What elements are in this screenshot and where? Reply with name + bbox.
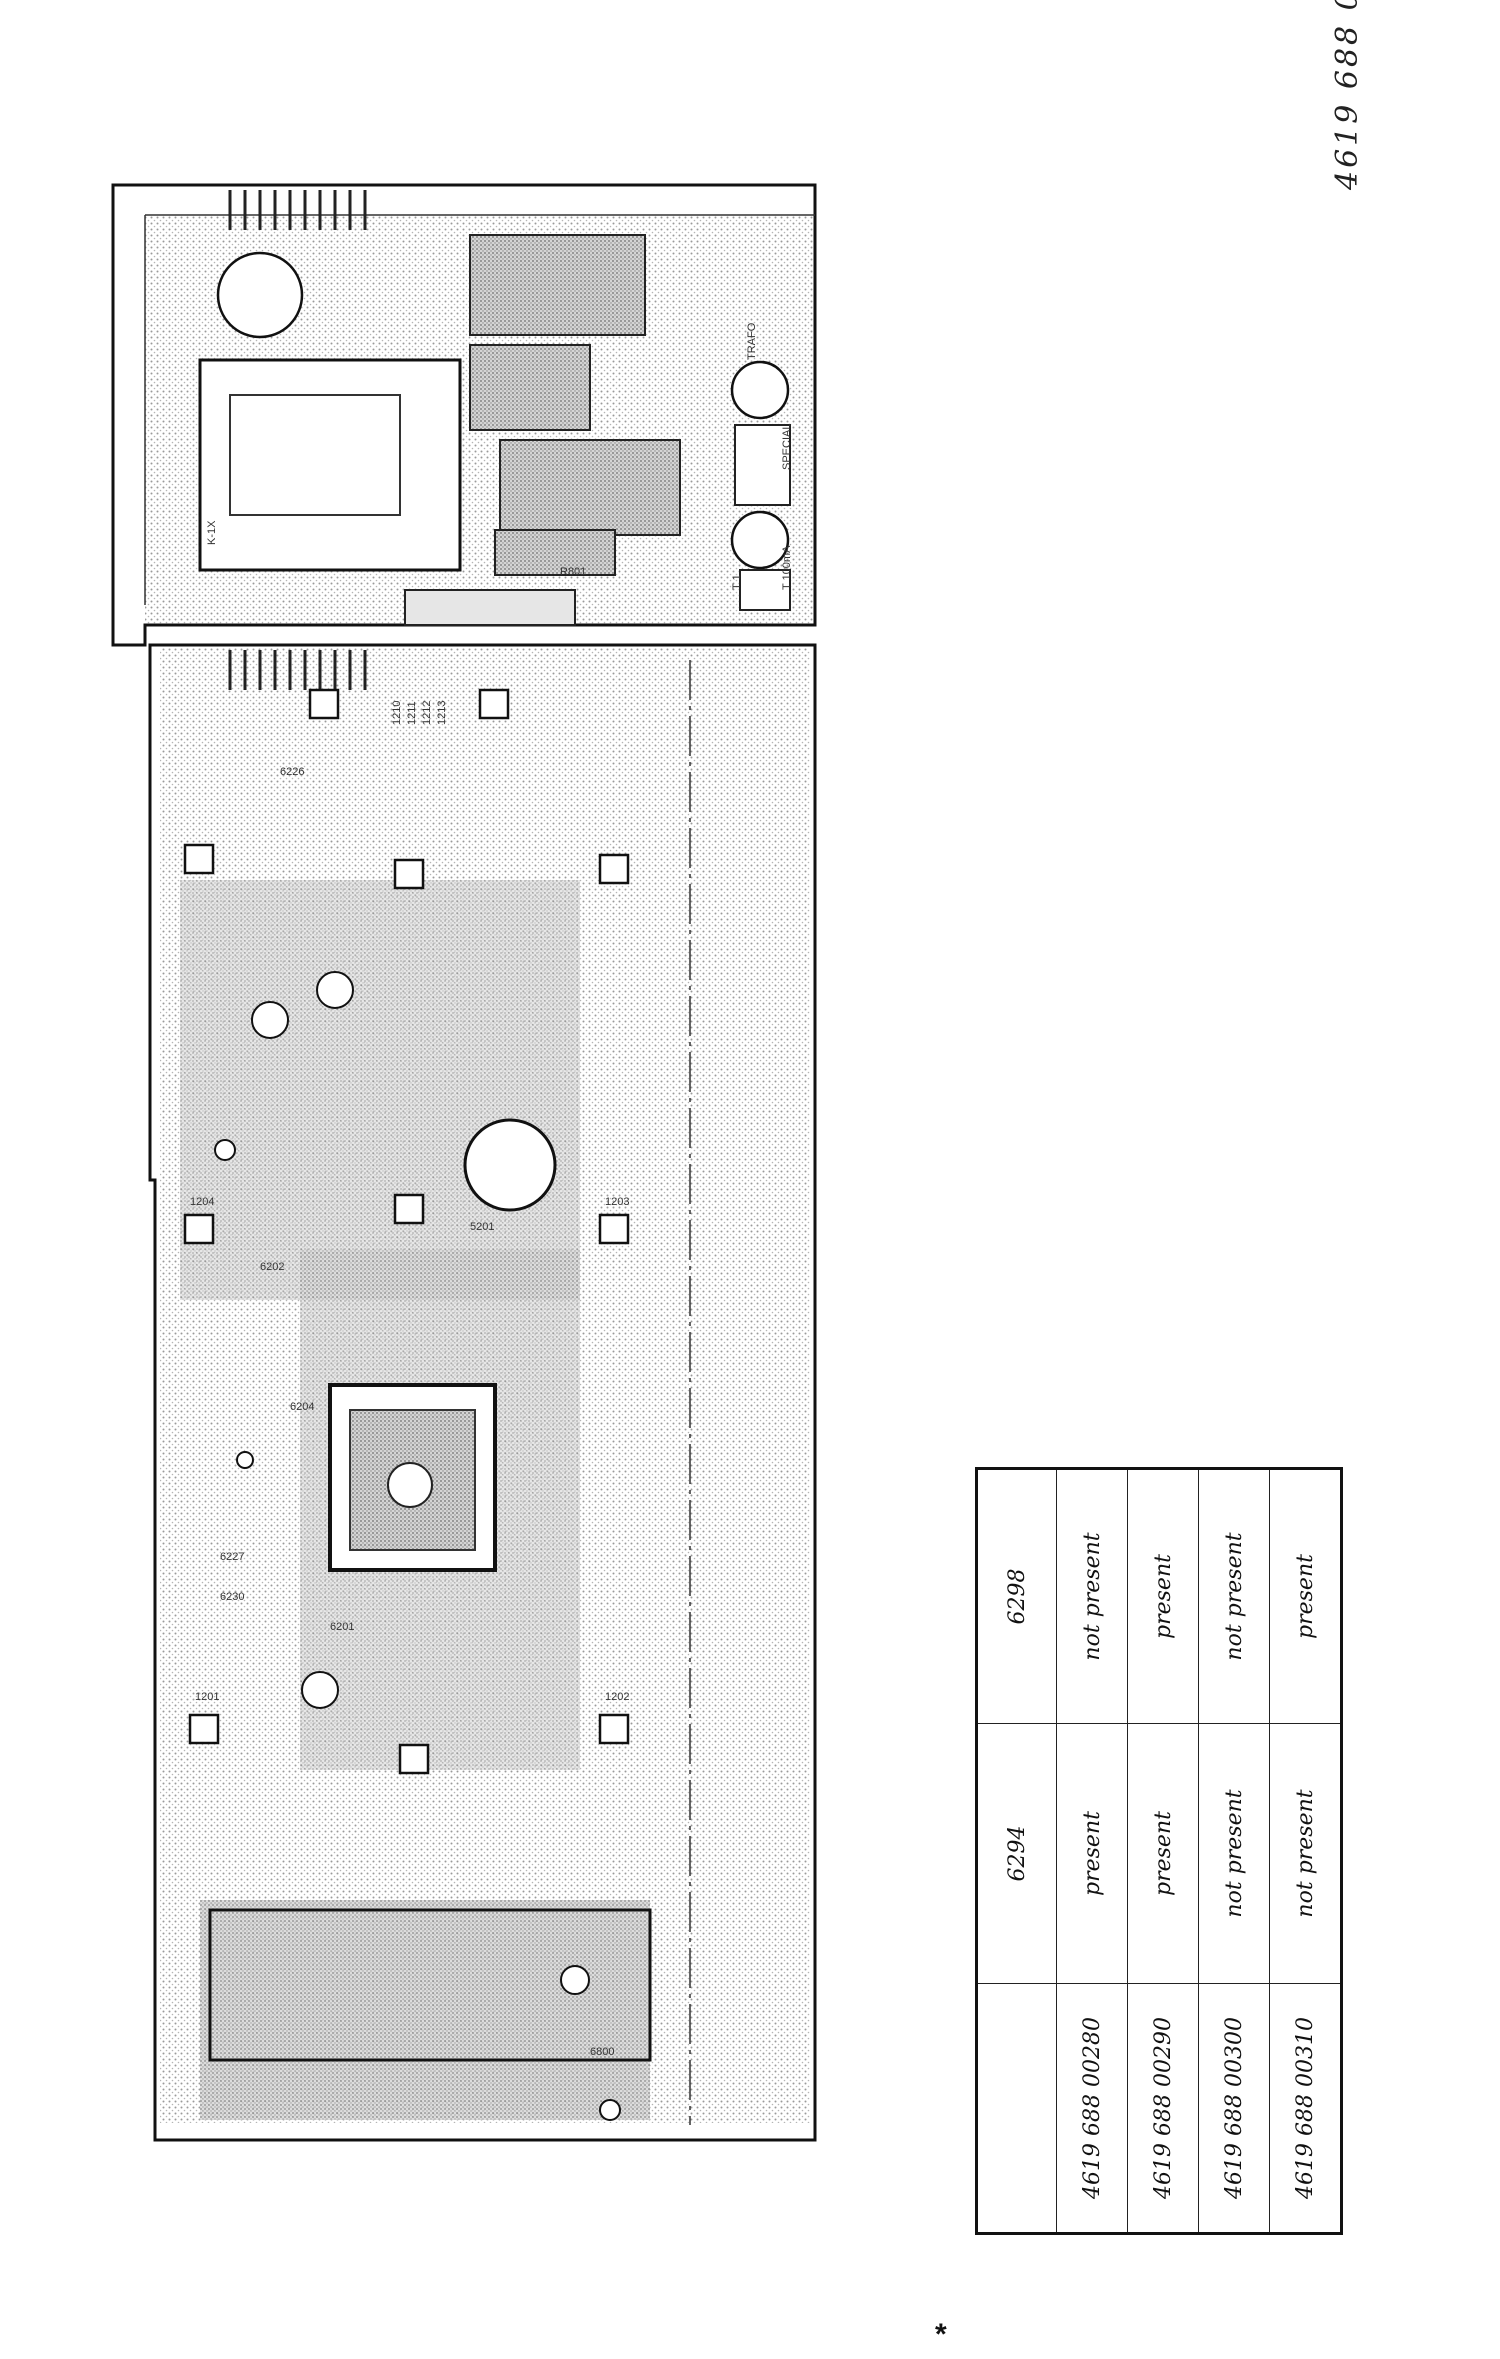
label-6227: 6227 bbox=[220, 1551, 244, 1563]
label-1204: 1204 bbox=[190, 1196, 214, 1208]
label-r801: R801 bbox=[560, 566, 586, 578]
table-header-cell bbox=[976, 1983, 1057, 2234]
label-6800: 6800 bbox=[590, 2046, 614, 2058]
label-6201: 6201 bbox=[330, 1621, 354, 1633]
main-board bbox=[148, 643, 817, 2142]
table-cell: present bbox=[1127, 1723, 1199, 1984]
label-6202: 6202 bbox=[260, 1261, 284, 1273]
variant-table: 6294 6298 4619 688 00280 present not pre… bbox=[975, 1467, 1343, 2235]
table-cell: 4619 688 00300 bbox=[1198, 1983, 1270, 2234]
table-cell: not present bbox=[1198, 1468, 1270, 1724]
label-1210: 1210 bbox=[391, 701, 403, 725]
label-6230: 6230 bbox=[220, 1591, 244, 1603]
table-cell: 4619 688 00310 bbox=[1269, 1983, 1342, 2234]
table-header-cell: 6298 bbox=[976, 1468, 1057, 1724]
label-6226: 6226 bbox=[280, 766, 304, 778]
table-cell: present bbox=[1269, 1468, 1342, 1724]
footnote-marker: * bbox=[935, 2318, 947, 2351]
table-cell: 4619 688 00290 bbox=[1127, 1983, 1199, 2234]
table-header-cell: 6294 bbox=[976, 1723, 1057, 1984]
table-cell: 4619 688 00280 bbox=[1056, 1983, 1128, 2234]
label-t100ma: T 100mA bbox=[781, 545, 793, 590]
label-t1: T 1 bbox=[731, 574, 743, 590]
label-k1x: K-1X bbox=[206, 520, 218, 545]
label-1203: 1203 bbox=[605, 1196, 629, 1208]
top-board bbox=[111, 183, 817, 647]
table-cell: not present bbox=[1269, 1723, 1342, 1984]
table-row: 4619 688 00310 not present present bbox=[1269, 1468, 1342, 2234]
table-row: 4619 688 00300 not present not present bbox=[1198, 1468, 1270, 2234]
table-row: 4619 688 00280 present not present bbox=[1056, 1468, 1128, 2234]
table-cell: present bbox=[1056, 1723, 1128, 1984]
label-trafo: TRAFO bbox=[746, 322, 758, 360]
label-special: SPECIAL bbox=[781, 424, 793, 470]
table-cell: not present bbox=[1056, 1468, 1128, 1724]
label-1201: 1201 bbox=[195, 1691, 219, 1703]
label-6204: 6204 bbox=[290, 1401, 314, 1413]
table-cell: not present bbox=[1198, 1723, 1270, 1984]
label-1212: 1212 bbox=[421, 701, 433, 725]
variant-table-container: 6294 6298 4619 688 00280 present not pre… bbox=[975, 1467, 1343, 2235]
table-header-row: 6294 6298 bbox=[976, 1468, 1057, 2234]
label-5201: 5201 bbox=[470, 1221, 494, 1233]
table-row: 4619 688 00290 present present bbox=[1127, 1468, 1199, 2234]
label-1211: 1211 bbox=[406, 701, 418, 725]
label-1202: 1202 bbox=[605, 1691, 629, 1703]
table-cell: present bbox=[1127, 1468, 1199, 1724]
label-1213: 1213 bbox=[436, 701, 448, 725]
